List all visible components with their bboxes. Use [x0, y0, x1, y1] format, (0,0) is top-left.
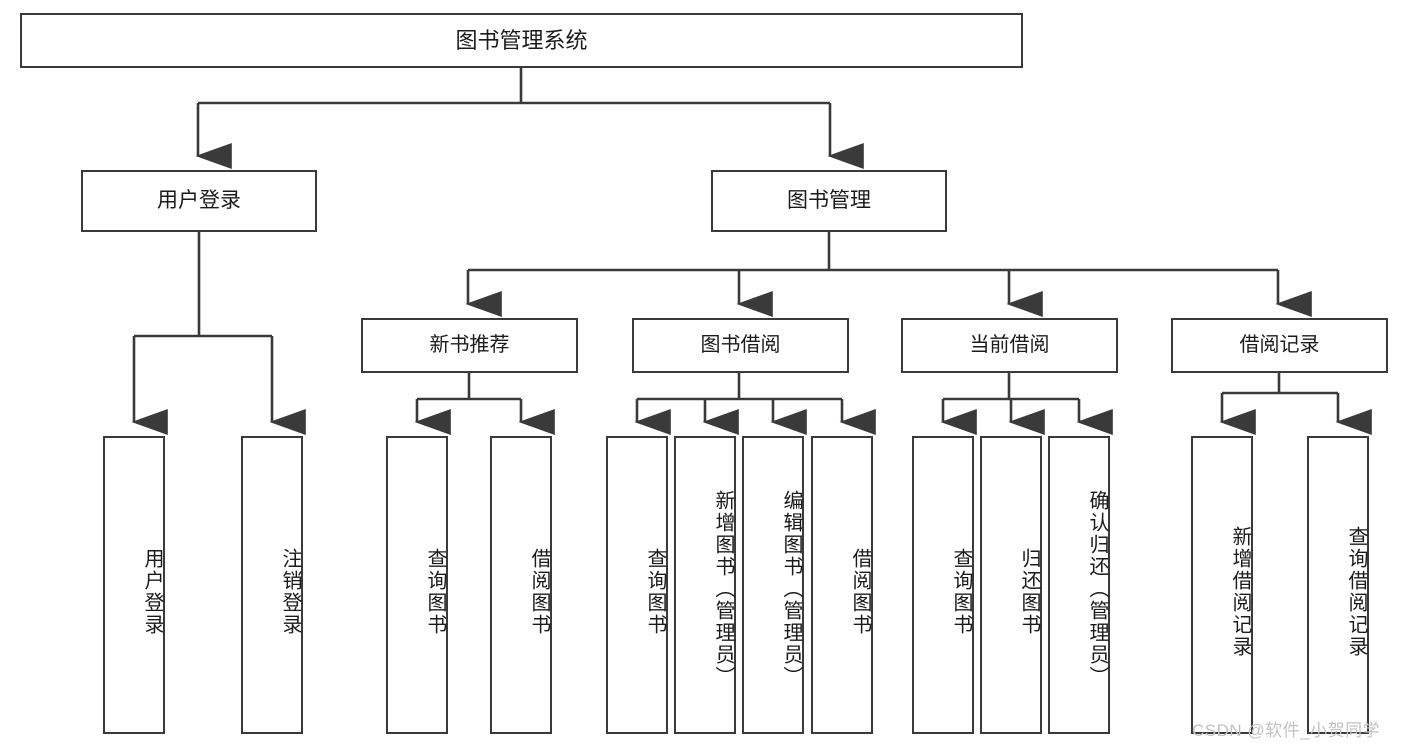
leaf-user-login-login[interactable]: 用户登录 — [103, 436, 165, 734]
leaf-current-borrow-confirm[interactable]: 确认归还（管理员） — [1048, 436, 1110, 734]
leaf-new-book-borrow-label: 借阅图书 — [528, 548, 550, 636]
node-new-book-recommend-label: 新书推荐 — [429, 333, 510, 356]
leaf-user-login-logout[interactable]: 注销登录 — [241, 436, 303, 734]
leaf-book-borrow-borrow-label: 借阅图书 — [849, 548, 871, 636]
leaf-borrow-record-add-label: 新增借阅记录 — [1229, 526, 1251, 658]
leaf-borrow-record-query[interactable]: 查询借阅记录 — [1307, 436, 1369, 734]
leaf-new-book-borrow[interactable]: 借阅图书 — [490, 436, 552, 734]
node-book-management[interactable]: 图书管理 — [711, 170, 947, 232]
node-root-label: 图书管理系统 — [455, 27, 588, 53]
node-book-borrow[interactable]: 图书借阅 — [632, 318, 849, 373]
leaf-user-login-login-label: 用户登录 — [141, 548, 163, 636]
leaf-book-borrow-edit-label: 编辑图书（管理员） — [780, 490, 802, 688]
leaf-current-borrow-query[interactable]: 查询图书 — [912, 436, 974, 734]
leaf-new-book-query-label: 查询图书 — [424, 548, 446, 636]
node-current-borrow-label: 当前借阅 — [969, 333, 1050, 356]
node-user-login[interactable]: 用户登录 — [81, 170, 317, 232]
leaf-current-borrow-query-label: 查询图书 — [950, 548, 972, 636]
node-book-borrow-label: 图书借阅 — [700, 333, 781, 356]
node-new-book-recommend[interactable]: 新书推荐 — [361, 318, 578, 373]
leaf-current-borrow-return-label: 归还图书 — [1018, 548, 1040, 636]
leaf-book-borrow-add[interactable]: 新增图书（管理员） — [674, 436, 736, 734]
leaf-book-borrow-query[interactable]: 查询图书 — [606, 436, 668, 734]
node-user-login-label: 用户登录 — [157, 188, 241, 212]
leaf-new-book-query[interactable]: 查询图书 — [386, 436, 448, 734]
leaf-book-borrow-add-label: 新增图书（管理员） — [712, 490, 734, 688]
leaf-book-borrow-edit[interactable]: 编辑图书（管理员） — [742, 436, 804, 734]
leaf-book-borrow-query-label: 查询图书 — [644, 548, 666, 636]
node-book-management-label: 图书管理 — [787, 188, 871, 212]
node-root[interactable]: 图书管理系统 — [20, 13, 1023, 68]
leaf-current-borrow-confirm-label: 确认归还（管理员） — [1086, 490, 1108, 688]
leaf-borrow-record-query-label: 查询借阅记录 — [1345, 526, 1367, 658]
node-borrow-record-label: 借阅记录 — [1239, 333, 1320, 356]
leaf-book-borrow-borrow[interactable]: 借阅图书 — [811, 436, 873, 734]
node-borrow-record[interactable]: 借阅记录 — [1171, 318, 1388, 373]
leaf-borrow-record-add[interactable]: 新增借阅记录 — [1191, 436, 1253, 734]
leaf-current-borrow-return[interactable]: 归还图书 — [980, 436, 1042, 734]
leaf-user-login-logout-label: 注销登录 — [279, 548, 301, 636]
node-current-borrow[interactable]: 当前借阅 — [901, 318, 1118, 373]
csdn-watermark: CSDN @软件_小贺同学 — [1192, 721, 1381, 740]
